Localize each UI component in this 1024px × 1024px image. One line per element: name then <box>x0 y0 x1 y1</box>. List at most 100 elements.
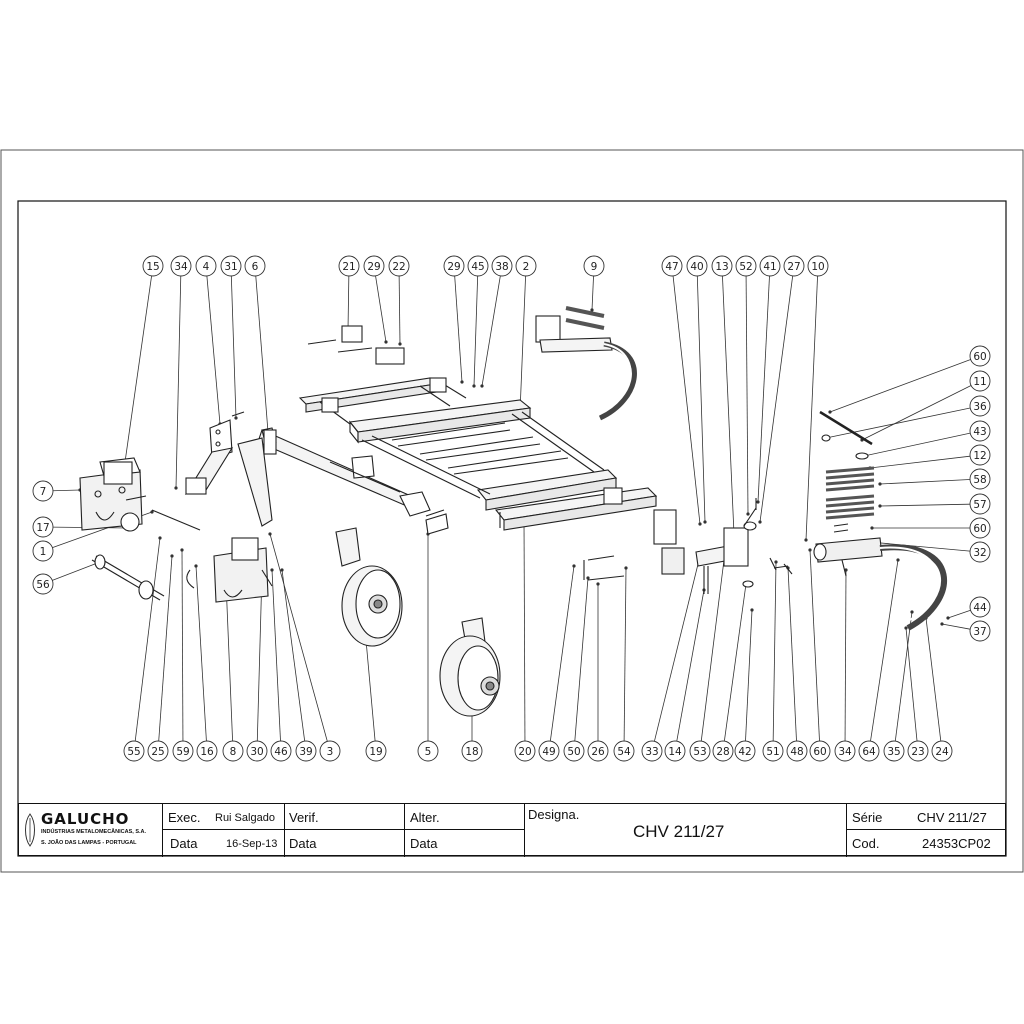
balloon-circle <box>363 255 385 277</box>
part-balloon: 25 <box>147 740 169 762</box>
leader-tip <box>268 532 272 536</box>
leader-line-45 <box>473 275 479 387</box>
leader-line-36 <box>825 407 971 439</box>
balloon-circle <box>969 517 991 539</box>
balloon-circle <box>417 740 439 762</box>
balloon-circle <box>170 255 192 277</box>
part-number-label: 41 <box>763 261 776 273</box>
company-emblem-icon <box>25 813 35 847</box>
part-balloon: 35 <box>883 740 905 762</box>
leader-tip <box>234 416 238 420</box>
data-label-1: Data <box>170 836 198 851</box>
balloon-circle <box>461 740 483 762</box>
leader-line-3 <box>269 533 328 742</box>
part-balloon: 6 <box>244 255 266 277</box>
balloon-circle <box>809 740 831 762</box>
part-number-label: 42 <box>738 746 751 758</box>
part-number-label: 52 <box>739 261 752 273</box>
part-number-label: 39 <box>299 746 312 758</box>
part-number-label: 22 <box>392 261 405 273</box>
leader-line-46 <box>271 569 281 742</box>
part-number-label: 34 <box>174 261 188 273</box>
drawing-frame <box>17 200 1007 857</box>
balloon-circle <box>931 740 953 762</box>
balloon-circle <box>807 255 829 277</box>
balloon-circle <box>388 255 410 277</box>
leader-tip <box>572 564 576 568</box>
leader-line-50 <box>574 577 589 742</box>
part-balloon: 33 <box>641 740 663 762</box>
leader-tip <box>460 380 464 384</box>
leader-line-34 <box>844 569 847 742</box>
part-balloon: 18 <box>461 740 483 762</box>
part-number-label: 34 <box>838 746 852 758</box>
balloon-circle <box>969 370 991 392</box>
exec-label: Exec. <box>168 810 201 825</box>
part-balloon: 58 <box>969 468 991 490</box>
part-balloon: 9 <box>583 255 605 277</box>
part-balloon: 55 <box>123 740 145 762</box>
leader-tip <box>746 512 750 516</box>
springs-drawing <box>819 410 875 520</box>
part-number-label: 51 <box>766 746 779 758</box>
serie-value: CHV 211/27 <box>917 810 987 825</box>
leader-tip <box>194 564 198 568</box>
part-balloon: 38 <box>491 255 513 277</box>
leader-line-14 <box>676 589 705 742</box>
leader-line-19 <box>365 639 376 742</box>
part-balloon: 8 <box>222 740 244 762</box>
balloon-circle <box>969 345 991 367</box>
balloon-circle <box>32 540 54 562</box>
leader-line-53 <box>700 559 725 742</box>
bracket-drawing <box>184 419 234 495</box>
leader-line-33 <box>654 555 701 742</box>
part-number-label: 27 <box>787 261 800 273</box>
leader-tip <box>280 568 284 572</box>
part-balloon: 47 <box>661 255 683 277</box>
part-number-label: 12 <box>973 450 986 462</box>
leader-line-51 <box>772 561 777 742</box>
balloon-circle <box>734 740 756 762</box>
leader-line-35 <box>894 611 913 742</box>
part-number-label: 30 <box>250 746 263 758</box>
part-balloon: 56 <box>32 573 54 595</box>
balloon-circle <box>338 255 360 277</box>
spring-tine-drawing <box>813 523 947 631</box>
leader-tip <box>808 548 812 552</box>
part-balloon: 45 <box>467 255 489 277</box>
part-number-label: 3 <box>327 746 334 758</box>
leader-line-29 <box>454 275 463 383</box>
part-number-label: 53 <box>693 746 706 758</box>
leader-line-22 <box>398 275 401 345</box>
balloon-circle <box>587 740 609 762</box>
part-balloon: 51 <box>762 740 784 762</box>
part-balloon: 5 <box>417 740 439 762</box>
part-balloon: 1 <box>32 540 54 562</box>
part-number-label: 35 <box>887 746 900 758</box>
part-number-label: 1 <box>40 546 47 558</box>
part-number-label: 44 <box>973 602 987 614</box>
leader-line-30 <box>256 571 263 742</box>
balloon-circle <box>295 740 317 762</box>
leader-tip <box>896 558 900 562</box>
balloon-circle <box>783 255 805 277</box>
part-number-label: 18 <box>465 746 478 758</box>
company-line-1: INDÚSTRIAS METALOMECÂNICAS, S.A. <box>41 829 147 835</box>
leader-tip <box>180 548 184 552</box>
balloon-circle <box>969 468 991 490</box>
balloon-circle <box>172 740 194 762</box>
wheel-19-drawing <box>335 527 403 647</box>
designation-label: Designa. <box>528 807 580 822</box>
part-balloon: 4 <box>195 255 217 277</box>
balloon-circle <box>195 255 217 277</box>
balloon-circle <box>969 395 991 417</box>
part-balloon: 21 <box>338 255 360 277</box>
part-number-label: 57 <box>973 499 986 511</box>
part-number-label: 48 <box>790 746 803 758</box>
leader-tip <box>756 500 760 504</box>
part-balloon: 48 <box>786 740 808 762</box>
balloon-circle <box>563 740 585 762</box>
part-number-label: 23 <box>911 746 924 758</box>
leader-line-20 <box>523 519 526 742</box>
